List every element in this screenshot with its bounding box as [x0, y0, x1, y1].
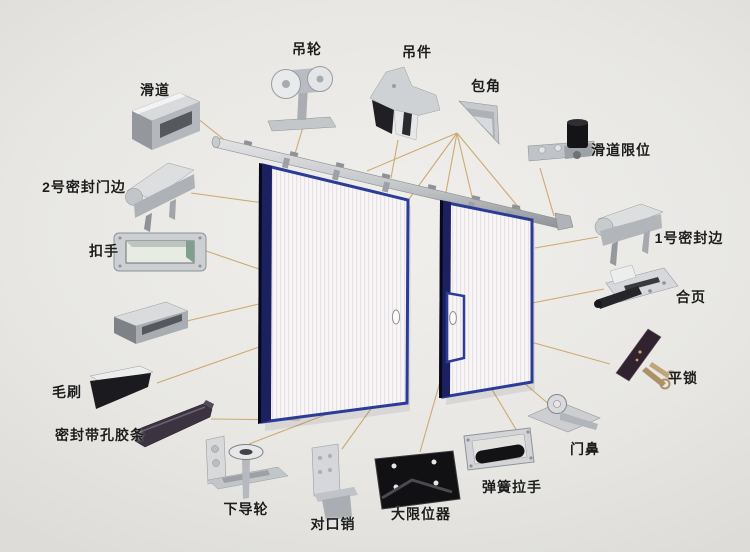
flat-lock-image: [615, 328, 676, 390]
lower-guide-wheel-image: [205, 435, 289, 499]
label-perforated-seal-strip: 密封带孔胶条: [55, 427, 145, 443]
label-hanging-bracket: 吊件: [402, 44, 432, 60]
label-slide-limit: 滑道限位: [591, 142, 651, 158]
big-limiter-image: [374, 450, 461, 510]
label-butt-pin: 对口销: [310, 516, 356, 532]
door-nose-image: [527, 394, 601, 433]
corner-wrap-image: [458, 100, 500, 145]
butt-pin-image: [311, 443, 358, 521]
seal-edge-1-image: [594, 203, 664, 266]
perforated-seal-strip-image: [134, 400, 214, 448]
recessed-handle-image: [113, 232, 207, 272]
label-hanging-wheel: 吊轮: [292, 41, 322, 57]
label-flat-lock: 平锁: [668, 370, 698, 386]
label-spring-handle: 弹簧拉手: [482, 479, 542, 495]
spring-handle-image: [463, 427, 535, 471]
hanging-bracket-image: [369, 66, 441, 141]
slide-track-image: [131, 92, 201, 150]
seal-door-edge-2-image: [125, 162, 195, 232]
label-recessed-handle: 扣手: [89, 243, 119, 259]
label-door-nose: 门鼻: [570, 441, 600, 457]
hanging-wheel-image: [267, 66, 337, 132]
label-big-limiter: 大限位器: [391, 506, 451, 522]
brush-channel-image: [113, 301, 189, 344]
label-corner-wrap: 包角: [471, 78, 501, 94]
label-seal-door-edge-2: 2号密封门边: [42, 179, 126, 195]
brush-image: [89, 365, 154, 409]
hinge-image: [594, 264, 679, 309]
left-door-image: [258, 163, 411, 431]
label-lower-guide-wheel: 下导轮: [223, 501, 269, 517]
label-brush: 毛刷: [52, 384, 82, 400]
label-hinge: 合页: [676, 289, 706, 305]
slide-limit-image: [527, 119, 596, 162]
label-slide-track: 滑道: [140, 82, 170, 98]
right-door-image: [439, 200, 535, 405]
label-seal-edge-1: 1号密封边: [654, 230, 724, 246]
